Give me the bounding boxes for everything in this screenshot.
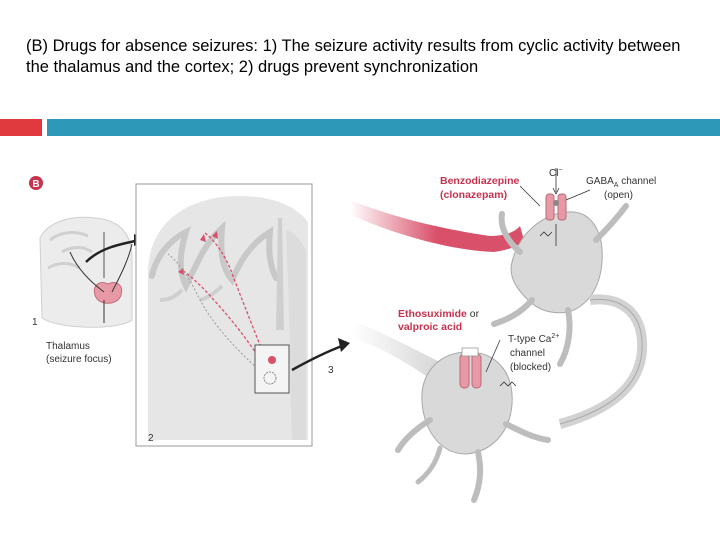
panel-letter: B (32, 179, 39, 190)
small-brain-section (39, 216, 146, 328)
cortex-section (148, 196, 308, 440)
accent-bar-red (0, 119, 42, 136)
valproic-acid-label: valproic acid (398, 321, 462, 333)
gaba-channel-left (545, 193, 555, 221)
upper-neuron (491, 168, 648, 429)
zoom-arrow (291, 344, 343, 372)
blocker-drug (461, 347, 479, 357)
ethosuximide-label: Ethosuximide or (398, 308, 480, 320)
synapse-inset-box (254, 344, 290, 394)
benzo-sublabel: (clonazepam) (440, 189, 507, 201)
step-label-3: 3 (328, 365, 334, 376)
thalamus-shape (93, 282, 123, 304)
gaba-channel-right (557, 193, 567, 221)
ttype-channel-label: T-type Ca2+ (508, 333, 559, 345)
thalamus-label: Thalamus (46, 341, 90, 352)
ttype-channel-right (471, 353, 482, 389)
chloride-ion-label: Cl− (549, 167, 563, 179)
gray-axon (352, 320, 440, 384)
ttype-channel-sublabel: channel (510, 348, 545, 359)
gaba-channel-state: (open) (604, 190, 633, 201)
pink-axon (350, 200, 524, 252)
step-label-1: 1 (32, 317, 38, 328)
thalamus-sublabel: (seizure focus) (46, 354, 112, 365)
gaba-channel-label: GABAA channel (586, 176, 656, 189)
seizure-mechanism-figure: B 1 Thalamus (seizure focus) 2 3 (29, 167, 656, 503)
ttype-channel-state: (blocked) (510, 362, 551, 373)
ttype-channel-left (459, 353, 470, 389)
step-label-2: 2 (148, 433, 154, 444)
panel-letter-badge (29, 176, 43, 190)
benzo-label: Benzodiazepine (440, 175, 520, 187)
accent-bar-blue (47, 119, 720, 136)
lower-neuron (395, 339, 551, 503)
slide-title: (B) Drugs for absence seizures: 1) The s… (26, 37, 681, 76)
